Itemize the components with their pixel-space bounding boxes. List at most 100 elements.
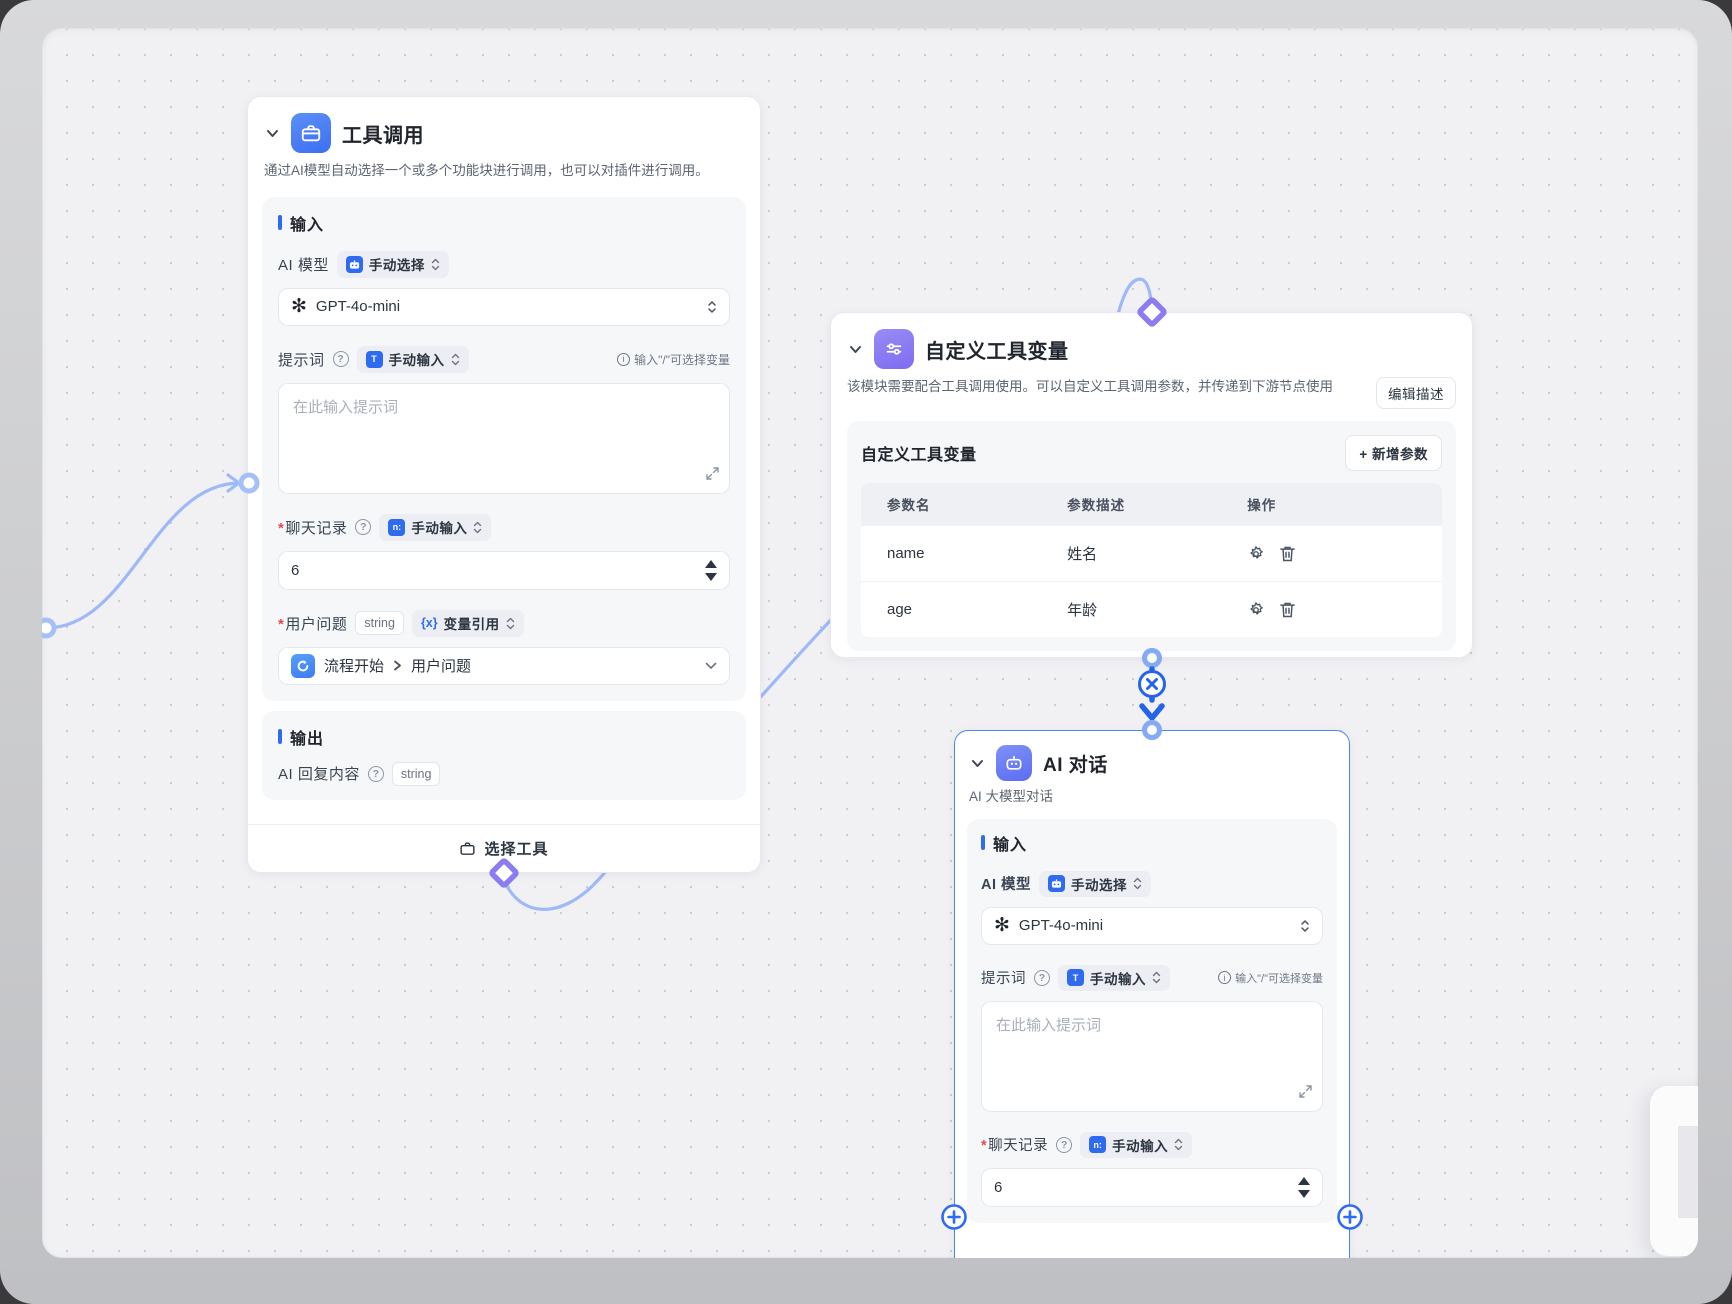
text-input-icon: T bbox=[1067, 969, 1084, 987]
updown-icon bbox=[1152, 971, 1161, 984]
variable-ref-icon: {x} bbox=[420, 616, 438, 631]
type-tag: string bbox=[391, 761, 441, 786]
text-input-icon: T bbox=[365, 350, 383, 368]
robot-icon bbox=[345, 255, 363, 273]
param-name: age bbox=[861, 581, 1042, 637]
step-up-icon[interactable] bbox=[705, 559, 717, 568]
help-icon[interactable]: ? bbox=[1034, 969, 1050, 986]
expand-icon[interactable] bbox=[706, 466, 719, 485]
delete-trash-icon[interactable] bbox=[1279, 545, 1296, 563]
flow-start-icon bbox=[291, 653, 315, 678]
step-down-icon[interactable] bbox=[705, 572, 717, 581]
custom-vars-panel: 自定义工具变量 + 新增参数 参数名 参数描述 操作 name 姓名 bbox=[847, 421, 1456, 651]
openai-logo-icon: ✻ bbox=[994, 915, 1010, 937]
updown-icon bbox=[451, 353, 459, 365]
param-desc: 年龄 bbox=[1041, 581, 1222, 637]
side-panel-peek[interactable] bbox=[1650, 1086, 1698, 1256]
prompt-textarea-wrap bbox=[981, 1000, 1323, 1112]
collapse-chevron-icon[interactable] bbox=[264, 125, 280, 141]
param-name: name bbox=[861, 525, 1042, 582]
chat-history-mode-badge[interactable]: n: 手动输入 bbox=[1080, 1131, 1193, 1158]
collapse-chevron-icon[interactable] bbox=[969, 755, 985, 771]
number-stepper[interactable] bbox=[1298, 1176, 1310, 1198]
briefcase-icon bbox=[460, 842, 476, 855]
chevron-right-icon bbox=[394, 660, 401, 671]
node-custom-vars[interactable]: 自定义工具变量 该模块需要配合工具调用使用。可以自定义工具调用参数，并传递到下游… bbox=[830, 312, 1473, 658]
column-header: 参数名 bbox=[861, 483, 1042, 526]
step-down-icon[interactable] bbox=[1298, 1189, 1310, 1198]
robot-icon bbox=[996, 745, 1032, 781]
column-header: 操作 bbox=[1221, 483, 1442, 526]
user-question-mode-badge[interactable]: {x} 变量引用 bbox=[411, 609, 524, 637]
help-icon[interactable]: ? bbox=[367, 765, 384, 782]
openai-logo-icon: ✻ bbox=[291, 296, 307, 318]
expand-icon[interactable] bbox=[1299, 1084, 1312, 1103]
collapse-chevron-icon[interactable] bbox=[847, 341, 863, 357]
user-question-label: 用户问题 bbox=[278, 613, 347, 634]
updown-icon bbox=[1133, 877, 1142, 890]
sliders-icon bbox=[874, 329, 914, 369]
ai-model-mode-badge[interactable]: 手动选择 bbox=[336, 250, 449, 278]
edge-incoming bbox=[44, 481, 242, 630]
updown-icon bbox=[708, 300, 716, 313]
prompt-mode-badge[interactable]: T 手动输入 bbox=[1058, 964, 1170, 991]
section-bar bbox=[981, 835, 985, 851]
parameters-table: 参数名 参数描述 操作 name 姓名 ag bbox=[861, 483, 1442, 637]
node-title: 自定义工具变量 bbox=[925, 340, 1069, 363]
number-input-icon: n: bbox=[1089, 1136, 1107, 1154]
prompt-mode-badge[interactable]: T 手动输入 bbox=[356, 345, 469, 373]
node-description: 通过AI模型自动选择一个或多个功能块进行调用，也可以对插件进行调用。 bbox=[264, 163, 709, 178]
settings-gear-icon[interactable] bbox=[1247, 545, 1265, 563]
add-parameter-button[interactable]: + 新增参数 bbox=[1345, 435, 1442, 471]
side-panel-thumbnail bbox=[1678, 1126, 1698, 1218]
node-description: 该模块需要配合工具调用使用。可以自定义工具调用参数，并传递到下游节点使用 bbox=[847, 379, 1333, 394]
node-tool-call[interactable]: 工具调用 通过AI模型自动选择一个或多个功能块进行调用，也可以对插件进行调用。 … bbox=[247, 96, 761, 873]
chat-history-input[interactable]: 6 bbox=[278, 550, 730, 590]
chat-history-input[interactable]: 6 bbox=[981, 1167, 1323, 1207]
section-bar bbox=[278, 729, 282, 745]
column-header: 参数描述 bbox=[1041, 483, 1222, 526]
robot-icon bbox=[1048, 875, 1066, 893]
number-stepper[interactable] bbox=[705, 559, 717, 581]
settings-gear-icon[interactable] bbox=[1247, 601, 1265, 619]
select-tool-button[interactable]: 选择工具 bbox=[248, 824, 760, 872]
updown-icon bbox=[506, 617, 514, 629]
table-row: age 年龄 bbox=[861, 581, 1442, 637]
prompt-textarea-wrap bbox=[278, 382, 730, 494]
help-icon[interactable]: ? bbox=[355, 519, 372, 536]
output-field-label: AI 回复内容 bbox=[278, 766, 360, 784]
ai-model-mode-badge[interactable]: 手动选择 bbox=[1039, 870, 1152, 897]
updown-icon bbox=[1301, 919, 1309, 932]
number-input-icon: n: bbox=[388, 518, 406, 536]
edit-description-button[interactable]: 编辑描述 bbox=[1376, 377, 1456, 409]
node-tool-call-header: 工具调用 bbox=[248, 97, 760, 159]
help-icon[interactable]: ? bbox=[1056, 1136, 1073, 1153]
input-section-label: 输入 bbox=[278, 211, 730, 235]
panel-title: 自定义工具变量 bbox=[861, 447, 977, 464]
model-select[interactable]: ✻ GPT-4o-mini bbox=[981, 906, 1323, 945]
node-custom-vars-header: 自定义工具变量 bbox=[831, 313, 1472, 375]
step-up-icon[interactable] bbox=[1298, 1176, 1310, 1185]
node-ai-chat-header: AI 对话 bbox=[955, 731, 1349, 785]
info-icon: i bbox=[617, 352, 631, 366]
node-title: 工具调用 bbox=[342, 124, 424, 147]
updown-icon bbox=[1174, 1138, 1183, 1151]
chevron-down-icon bbox=[705, 662, 717, 669]
input-section: 输入 AI 模型 手动选择 ✻ GPT-4o-mini 提示词 ? T bbox=[967, 818, 1337, 1223]
model-select[interactable]: ✻ GPT-4o-mini bbox=[278, 287, 730, 326]
delete-trash-icon[interactable] bbox=[1279, 601, 1296, 619]
prompt-textarea[interactable] bbox=[982, 1001, 1322, 1106]
type-tag: string bbox=[355, 611, 404, 636]
updown-icon bbox=[474, 521, 482, 533]
prompt-textarea[interactable] bbox=[279, 383, 729, 488]
prompt-label: 提示词 bbox=[278, 351, 325, 369]
node-ai-chat[interactable]: AI 对话 AI 大模型对话 输入 AI 模型 手动选择 ✻ GPT-4o-mi… bbox=[954, 730, 1350, 1258]
flow-canvas[interactable]: 工具调用 通过AI模型自动选择一个或多个功能块进行调用，也可以对插件进行调用。 … bbox=[42, 28, 1698, 1258]
user-question-value-select[interactable]: 流程开始 用户问题 bbox=[278, 646, 730, 685]
chat-history-label: 聊天记录 bbox=[278, 517, 347, 538]
chat-history-mode-badge[interactable]: n: 手动输入 bbox=[379, 513, 492, 541]
help-icon[interactable]: ? bbox=[332, 351, 349, 368]
input-section: 输入 AI 模型 手动选择 ✻ GPT-4o-mini 提示词 ? T bbox=[262, 196, 746, 701]
